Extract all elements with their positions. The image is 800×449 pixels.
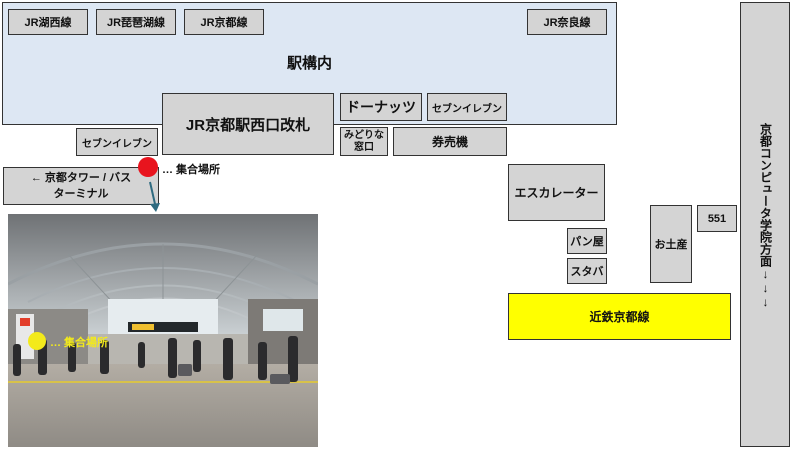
concourse-photo-art (8, 214, 318, 447)
direction-left-line2: ターミナル (53, 188, 109, 200)
midori-window: みどりな 窓口 (340, 127, 388, 156)
kintetsu-line: 近鉄京都線 (508, 293, 731, 340)
starbucks: スタバ (567, 258, 607, 284)
line-kyoto: JR京都線 (184, 9, 264, 35)
bakery: パン屋 (567, 228, 607, 254)
photo-meeting-marker (28, 332, 46, 350)
meeting-point-marker (138, 157, 158, 177)
seven-eleven-top: セブンイレブン (427, 93, 507, 121)
escalator: エスカレーター (508, 164, 605, 221)
midori-line2: 窓口 (354, 141, 374, 153)
line-biwako: JR琵琶湖線 (96, 9, 176, 35)
seven-eleven-left: セブンイレブン (76, 128, 158, 156)
midori-line1: みどりな (344, 129, 384, 141)
souvenir-shop: お土産 (650, 205, 692, 283)
line-kosei: JR湖西線 (8, 9, 88, 35)
donut-shop: ドーナッツ (340, 93, 422, 121)
station-label: 駅構内 (286, 55, 332, 72)
shop-551: 551 (697, 205, 737, 232)
west-gate: JR京都駅西口改札 (162, 93, 334, 155)
direction-kci: 京都コンピュータ学院方面↓↓↓ (740, 2, 790, 447)
direction-right-text: 京都コンピュータ学院方面↓↓↓ (758, 123, 773, 309)
meeting-label-photo: … 集合場所 (50, 337, 109, 349)
concourse-photo (8, 214, 318, 447)
ticket-machines: 券売機 (393, 127, 507, 156)
direction-left-line1: ← 京都タワー / バス (30, 172, 132, 184)
meeting-label-map: … 集合場所 (162, 164, 221, 176)
direction-kyoto-tower: ← 京都タワー / バス ターミナル (3, 167, 159, 205)
line-nara: JR奈良線 (527, 9, 607, 35)
pointer-arrow-head (150, 203, 160, 212)
pointer-arrow-line (149, 181, 156, 205)
